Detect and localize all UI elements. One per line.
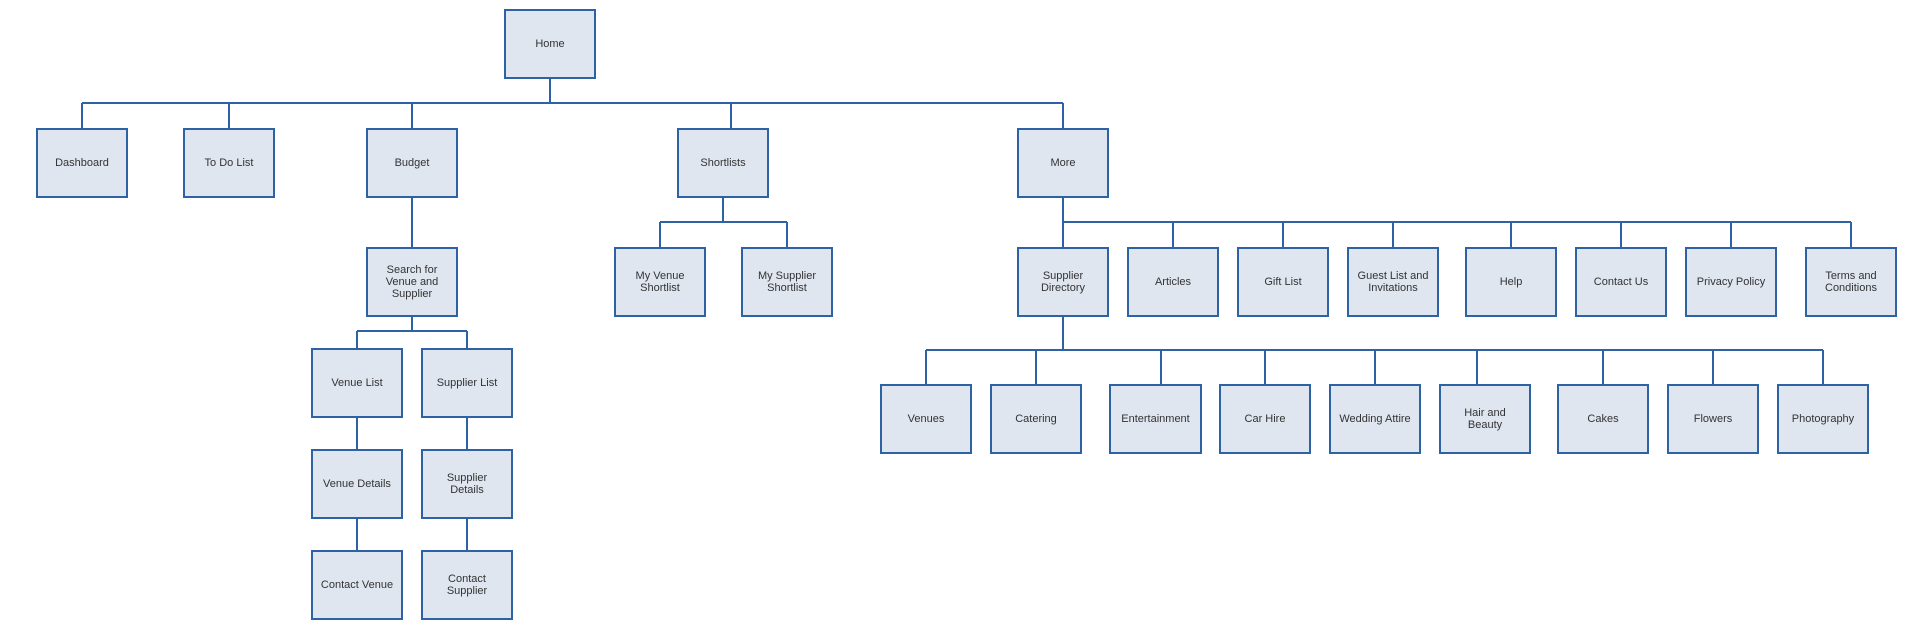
- node-photography[interactable]: Photography: [1777, 384, 1869, 454]
- connector-more-children: [1062, 197, 1852, 247]
- node-home[interactable]: Home: [504, 9, 596, 79]
- node-privacy-policy[interactable]: Privacy Policy: [1685, 247, 1777, 317]
- node-contact-venue[interactable]: Contact Venue: [311, 550, 403, 620]
- node-hair-beauty-label: Hair and Beauty: [1464, 407, 1506, 431]
- node-supplier-directory-label: Supplier Directory: [1040, 270, 1085, 294]
- node-venue-shortlist-label: My Venue Shortlist: [635, 270, 685, 294]
- node-catering[interactable]: Catering: [990, 384, 1082, 454]
- node-budget[interactable]: Budget: [366, 128, 458, 198]
- node-guest-list-label: Guest List and Invitations: [1357, 270, 1429, 294]
- node-venue-list-label: Venue List: [331, 377, 383, 389]
- node-supplier-list[interactable]: Supplier List: [421, 348, 513, 418]
- node-search-venue-supplier-label: Search for Venue and Supplier: [385, 264, 439, 300]
- node-cakes[interactable]: Cakes: [1557, 384, 1649, 454]
- connector-home-children: [81, 78, 1064, 128]
- node-contact-us-label: Contact Us: [1593, 276, 1649, 288]
- node-entertainment[interactable]: Entertainment: [1109, 384, 1202, 454]
- node-budget-label: Budget: [394, 157, 430, 169]
- node-entertainment-label: Entertainment: [1121, 413, 1190, 425]
- node-shortlists[interactable]: Shortlists: [677, 128, 769, 198]
- node-articles[interactable]: Articles: [1127, 247, 1219, 317]
- node-more-label: More: [1050, 157, 1076, 169]
- node-todo-list-label: To Do List: [204, 157, 254, 169]
- node-articles-label: Articles: [1154, 276, 1192, 288]
- connector-directory-children: [925, 316, 1824, 384]
- node-photography-label: Photography: [1791, 413, 1855, 425]
- connector-shortlists-children: [659, 197, 788, 247]
- node-venues[interactable]: Venues: [880, 384, 972, 454]
- node-terms-conditions-label: Terms and Conditions: [1825, 270, 1877, 294]
- node-supplier-shortlist[interactable]: My Supplier Shortlist: [741, 247, 833, 317]
- connector-search-lists: [356, 316, 468, 348]
- node-privacy-policy-label: Privacy Policy: [1696, 276, 1766, 288]
- node-hair-beauty[interactable]: Hair and Beauty: [1439, 384, 1531, 454]
- node-todo-list[interactable]: To Do List: [183, 128, 275, 198]
- node-venue-details[interactable]: Venue Details: [311, 449, 403, 519]
- node-cakes-label: Cakes: [1587, 413, 1619, 425]
- node-contact-supplier-label: Contact Supplier: [446, 573, 488, 597]
- node-guest-list[interactable]: Guest List and Invitations: [1347, 247, 1439, 317]
- node-gift-list-label: Gift List: [1264, 276, 1302, 288]
- node-flowers[interactable]: Flowers: [1667, 384, 1759, 454]
- node-car-hire-label: Car Hire: [1244, 413, 1286, 425]
- node-contact-supplier[interactable]: Contact Supplier: [421, 550, 513, 620]
- node-supplier-directory[interactable]: Supplier Directory: [1017, 247, 1109, 317]
- node-help-label: Help: [1499, 276, 1523, 288]
- node-catering-label: Catering: [1015, 413, 1057, 425]
- node-shortlists-label: Shortlists: [700, 157, 746, 169]
- node-venue-details-label: Venue Details: [323, 478, 391, 490]
- node-more[interactable]: More: [1017, 128, 1109, 198]
- node-search-venue-supplier[interactable]: Search for Venue and Supplier: [366, 247, 458, 317]
- node-supplier-shortlist-label: My Supplier Shortlist: [757, 270, 817, 294]
- node-venue-shortlist[interactable]: My Venue Shortlist: [614, 247, 706, 317]
- node-supplier-list-label: Supplier List: [436, 377, 498, 389]
- node-terms-conditions[interactable]: Terms and Conditions: [1805, 247, 1897, 317]
- node-supplier-details-label: Supplier Details: [446, 472, 488, 496]
- node-gift-list[interactable]: Gift List: [1237, 247, 1329, 317]
- node-venue-list[interactable]: Venue List: [311, 348, 403, 418]
- node-venues-label: Venues: [907, 413, 945, 425]
- node-dashboard-label: Dashboard: [55, 157, 109, 169]
- node-home-label: Home: [535, 38, 565, 50]
- node-wedding-attire-label: Wedding Attire: [1339, 413, 1411, 425]
- node-dashboard[interactable]: Dashboard: [36, 128, 128, 198]
- node-flowers-label: Flowers: [1693, 413, 1733, 425]
- node-help[interactable]: Help: [1465, 247, 1557, 317]
- node-car-hire[interactable]: Car Hire: [1219, 384, 1311, 454]
- node-supplier-details[interactable]: Supplier Details: [421, 449, 513, 519]
- node-wedding-attire[interactable]: Wedding Attire: [1329, 384, 1421, 454]
- node-contact-us[interactable]: Contact Us: [1575, 247, 1667, 317]
- node-contact-venue-label: Contact Venue: [320, 579, 394, 591]
